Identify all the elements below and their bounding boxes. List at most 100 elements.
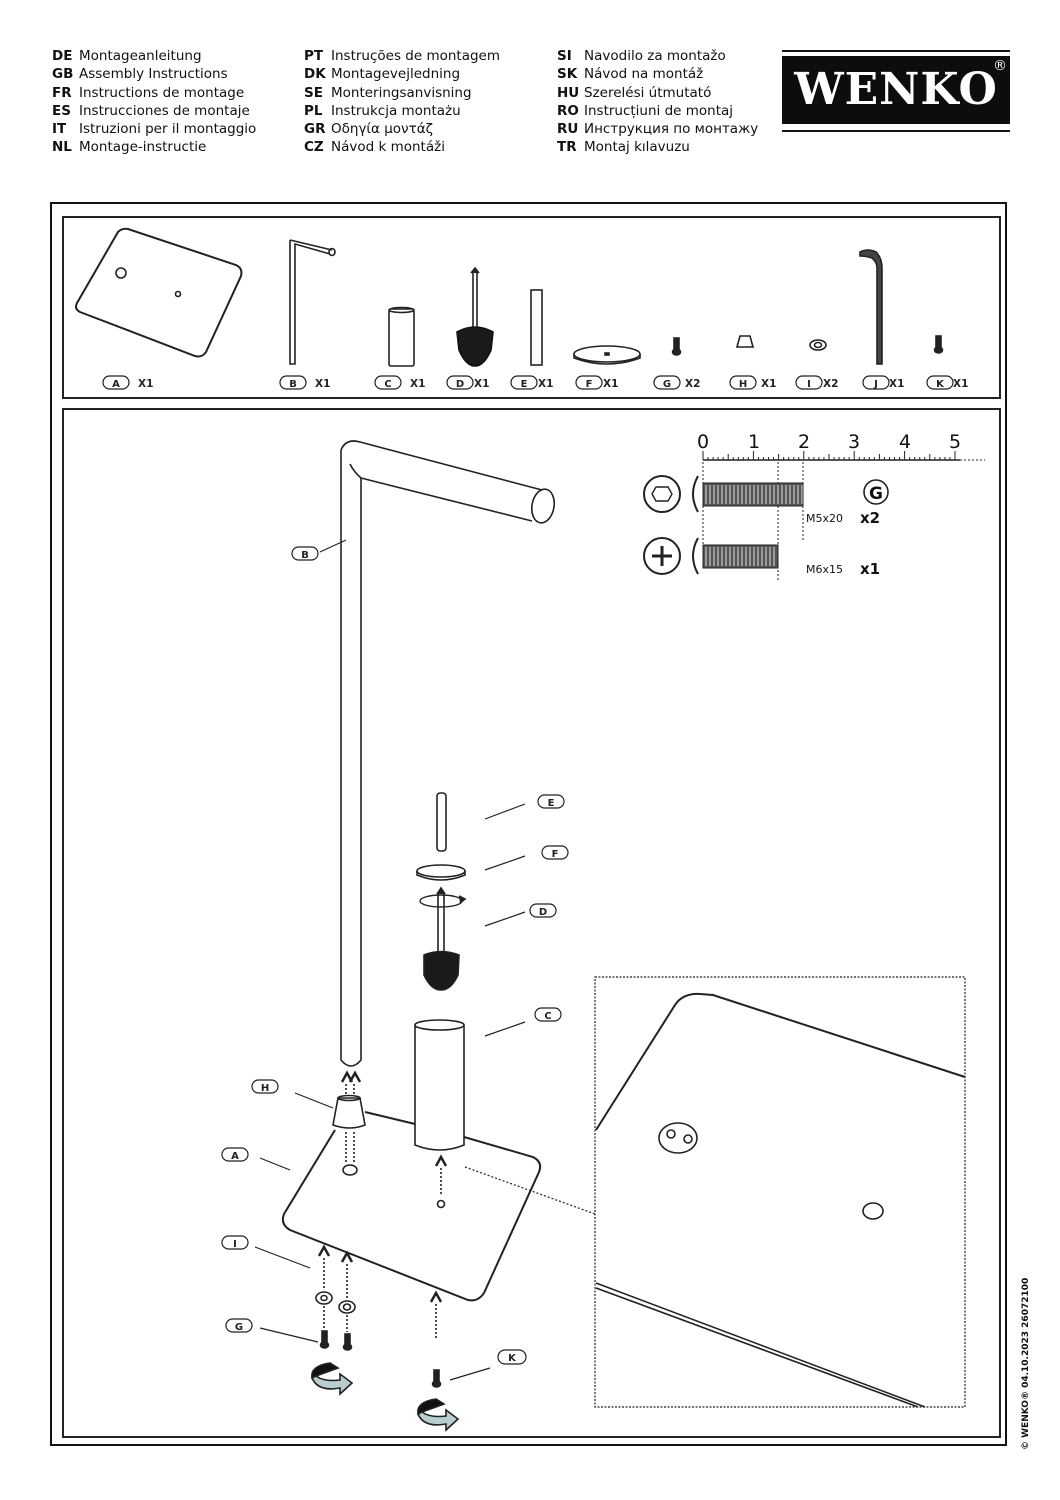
part-f-disc	[573, 345, 641, 365]
svg-text:E: E	[548, 798, 555, 809]
part-k-screw	[933, 335, 944, 354]
washers-i	[254, 1244, 356, 1332]
rotate-arrow-icon	[419, 894, 463, 908]
parts-panel	[62, 216, 1001, 399]
ruler-label: 5	[949, 431, 961, 453]
label-c: C	[534, 1007, 562, 1022]
screw-m5x20: G M5x20 x2	[643, 475, 889, 527]
ruler-label: 4	[899, 431, 911, 453]
part-label-h: H X1	[729, 375, 776, 390]
label-f: F	[541, 845, 569, 860]
svg-text:X2: X2	[823, 378, 838, 390]
logo-text: WENKO	[794, 64, 998, 115]
registered-mark: ®	[993, 58, 1007, 74]
ruler-minor-ticks	[702, 451, 956, 460]
part-a-base-plate	[75, 227, 243, 358]
part-g-screw	[671, 337, 682, 356]
svg-text:K: K	[936, 379, 945, 390]
svg-text:H: H	[739, 379, 747, 390]
svg-text:M6x15: M6x15	[806, 563, 843, 576]
part-label-i: I X2	[795, 375, 838, 390]
part-j-allen-key	[859, 249, 883, 365]
svg-text:C: C	[384, 379, 391, 390]
part-i-washer	[809, 339, 827, 351]
logo-rule	[782, 130, 1010, 132]
assembly-tube-e	[436, 792, 526, 852]
svg-text:D: D	[456, 379, 464, 390]
label-i: I	[221, 1235, 249, 1250]
part-label-d: D X1	[446, 375, 489, 390]
svg-text:X1: X1	[889, 378, 904, 390]
logo-rule	[782, 50, 1010, 52]
screw-m6x15: M6x15 x1	[643, 537, 880, 578]
logo-box: WENKO	[782, 56, 1010, 124]
svg-text:X1: X1	[315, 378, 330, 390]
label-a: A	[221, 1147, 249, 1162]
svg-text:B: B	[301, 550, 309, 561]
svg-text:X1: X1	[761, 378, 776, 390]
assembly-labels: B E F D C H A I G K	[221, 546, 569, 1365]
assembly-panel	[62, 408, 1001, 1438]
svg-text:X1: X1	[474, 378, 489, 390]
svg-text:D: D	[539, 907, 547, 918]
label-d: D	[529, 903, 557, 918]
ruler-label: 3	[848, 431, 860, 453]
svg-text:K: K	[508, 1353, 517, 1364]
svg-text:X1: X1	[953, 378, 968, 390]
svg-text:C: C	[544, 1011, 551, 1022]
ruler-label: 0	[697, 431, 709, 453]
svg-text:X1: X1	[603, 378, 618, 390]
detail-view	[594, 976, 966, 1408]
label-g: G	[225, 1318, 253, 1333]
svg-text:E: E	[521, 379, 528, 390]
assembly-rod-b	[319, 440, 556, 1067]
svg-text:H: H	[261, 1083, 269, 1094]
svg-text:X1: X1	[410, 378, 425, 390]
part-c-cylinder	[388, 306, 415, 367]
insert-arrow-c	[434, 1154, 448, 1196]
svg-text:X1: X1	[138, 378, 153, 390]
assembly-disc-f	[416, 855, 526, 881]
label-k: K	[497, 1349, 527, 1365]
part-label-c: C X1	[374, 375, 425, 390]
svg-text:F: F	[586, 379, 593, 390]
ruler-label: 2	[798, 431, 810, 453]
assembly-base-plate-a	[259, 1111, 596, 1302]
svg-text:B: B	[289, 379, 297, 390]
part-label-f: F X1	[575, 375, 618, 390]
svg-text:x2: x2	[860, 509, 880, 527]
outer-frame	[50, 202, 1007, 1446]
label-b: B	[291, 546, 319, 561]
svg-text:A: A	[231, 1151, 239, 1162]
assembly-brush-d	[419, 886, 526, 991]
screws-g	[259, 1327, 353, 1351]
insert-arrow-k	[429, 1290, 443, 1340]
part-h-cap	[735, 335, 755, 348]
hex-head-icon	[643, 475, 681, 513]
screw-ruler: 0 1 2 3 4 5	[697, 431, 985, 580]
label-e: E	[537, 794, 565, 809]
svg-text:I: I	[807, 379, 811, 390]
